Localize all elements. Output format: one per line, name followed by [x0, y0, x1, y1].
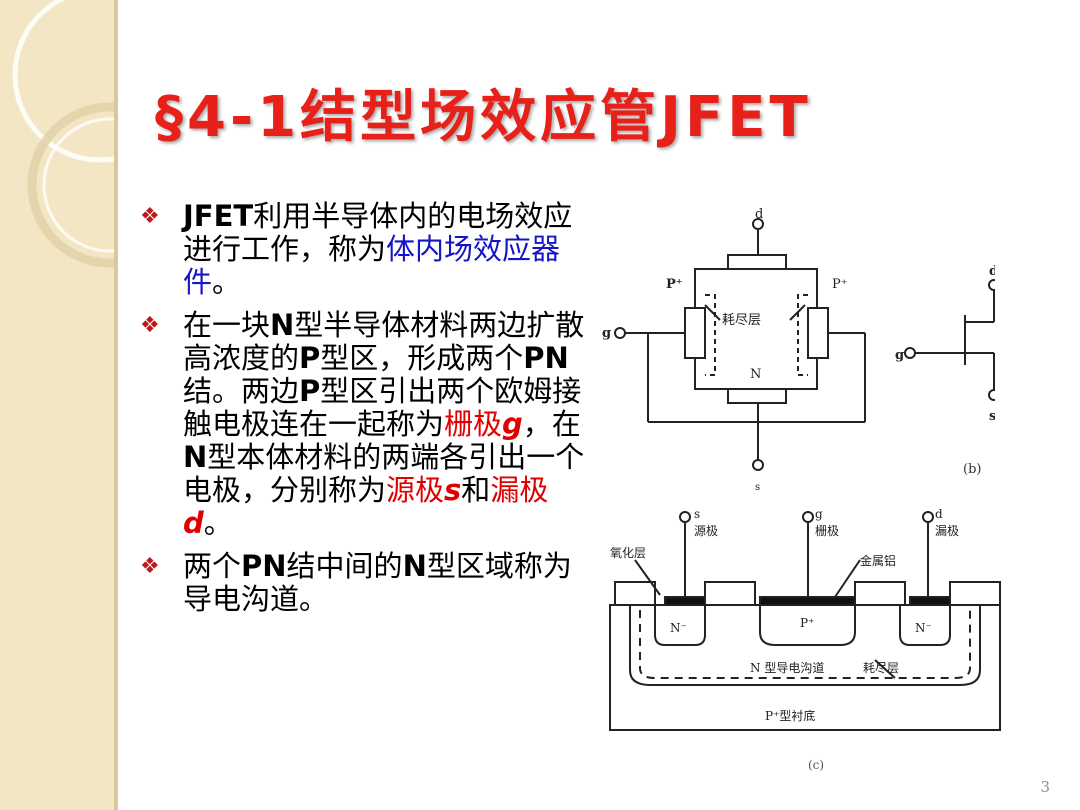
decorative-circles — [12, 0, 118, 268]
source-terminal-label: s — [755, 482, 760, 493]
bullet-item: ❖ 两个PN结中间的N型区域称为导电沟道。 — [140, 550, 595, 616]
c-p-center-label: P⁺ — [800, 616, 814, 630]
bullet-text-segment: N — [402, 549, 427, 583]
bullet-text-segment: 型半导体材料两边扩散高浓度的 — [183, 308, 585, 375]
bullet-text-segment: 结。两边 — [183, 374, 300, 408]
bullet-item: ❖ JFET利用半导体内的电场效应进行工作，称为体内场效应器件。 — [140, 200, 595, 299]
bullet-text-segment: s — [444, 473, 462, 507]
bullet-diamond-icon: ❖ — [140, 204, 160, 229]
symbol-drain-label: d — [989, 264, 995, 279]
c-metal-label: 金属铝 — [860, 553, 896, 568]
bullet-list: ❖JFET利用半导体内的电场效应进行工作，称为体内场效应器件。❖在一块N型半导体… — [140, 200, 595, 626]
bullet-text-segment: P — [299, 374, 321, 408]
jfet-symbol: d g s — [895, 264, 995, 424]
c-channel-label: N 型导电沟道 — [750, 661, 824, 675]
bullet-diamond-icon: ❖ — [140, 554, 160, 579]
bullet-item: ❖在一块N型半导体材料两边扩散高浓度的P型区，形成两个PN结。两边P型区引出两个… — [140, 309, 595, 540]
bullet-text-segment: 。 — [212, 265, 242, 299]
bullet-text-segment: N — [183, 440, 208, 474]
diagram-b-caption: (b) — [963, 462, 982, 477]
slide-title: §4-1结型场效应管JFET — [155, 85, 812, 150]
bullet-text-segment: 两个 — [183, 549, 242, 583]
decorative-side-band — [0, 0, 118, 810]
n-region-label: N — [750, 367, 761, 382]
bullet-diamond-icon: ❖ — [140, 313, 160, 338]
c-gate-name: 栅极 — [815, 523, 839, 538]
c-gate-terminal: g — [815, 507, 823, 521]
band-edge — [114, 0, 118, 810]
bullet-text-segment: PN — [241, 549, 287, 583]
diagram-c-caption: (c) — [808, 758, 825, 772]
bullet-text-segment: 和 — [461, 473, 491, 507]
bullet-text-segment: d — [183, 506, 204, 540]
symbol-gate-label: g — [895, 348, 904, 363]
depletion-label: 耗尽层 — [722, 313, 761, 328]
bullet-text-segment: 型区域称为导电沟道。 — [183, 549, 572, 616]
bullet-text-segment: 型区引出两个欧姆接触电极连在一起称为 — [183, 374, 582, 441]
c-oxide-label: 氧化层 — [610, 546, 646, 560]
c-source-name: 源极 — [694, 524, 718, 538]
bullet-text-segment: N — [270, 308, 295, 342]
jfet-structure-diagram: d s g P⁺ P⁺ 耗尽层 N — [602, 207, 866, 493]
bullet-text-segment: 体内场效应器件 — [183, 232, 561, 299]
drain-terminal-label: d — [755, 207, 763, 222]
bullet-text-segment: PN — [523, 341, 569, 375]
bullet-text-segment: ，在 — [522, 407, 581, 441]
bullet-text-segment: 在一块 — [183, 308, 271, 342]
bullet-text-segment: P — [299, 341, 321, 375]
planar-jfet-diagram: s 源极 g 栅极 d 漏极 氧化层 金属铝 N⁻ P⁺ N⁻ N 型导电沟道 … — [609, 507, 1001, 731]
gate-terminal-label: g — [602, 326, 611, 341]
bullet-text-segment: 源极 — [386, 473, 445, 507]
p-right-label: P⁺ — [832, 277, 848, 292]
symbol-source-label: s — [989, 409, 995, 424]
bullet-text-segment: 栅极 — [444, 407, 503, 441]
c-substrate-label: P⁺型衬底 — [765, 708, 815, 723]
c-drain-terminal: d — [935, 507, 943, 521]
bullet-text-segment: 漏极 — [490, 473, 549, 507]
bullet-text-segment: 型区，形成两个 — [320, 341, 524, 375]
bullet-text-segment: 结中间的 — [286, 549, 403, 583]
c-n-left-label: N⁻ — [670, 621, 687, 635]
bullet-text-segment: JFET — [183, 199, 254, 233]
bullet-text-segment: g — [502, 407, 523, 441]
page-number: 3 — [1040, 778, 1050, 796]
bullet-text-segment: 利用半导体内的电场效应进行工作，称为 — [183, 199, 573, 266]
bullet-text-segment: 型本体材料的两端各引出一个电极，分别称为 — [183, 440, 585, 507]
c-source-terminal: s — [694, 507, 700, 521]
c-n-right-label: N⁻ — [915, 621, 932, 635]
c-depletion-label: 耗尽层 — [863, 661, 899, 675]
c-drain-name: 漏极 — [935, 524, 959, 538]
bullet-text-segment: 。 — [203, 506, 233, 540]
p-left-label: P⁺ — [666, 277, 683, 292]
